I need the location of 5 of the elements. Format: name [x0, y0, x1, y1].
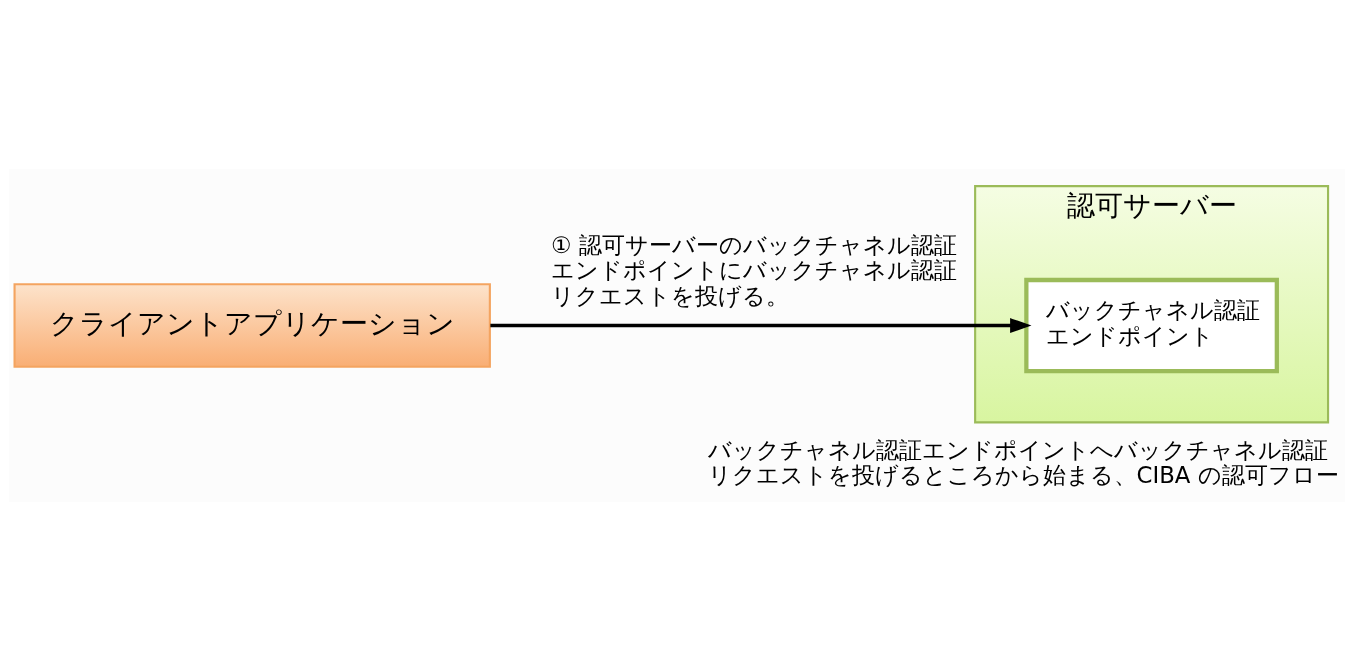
edge-label: ① 認可サーバーのバックチャネル認証エンドポイントにバックチャネル認証リクエストを投げる。: [551, 231, 958, 309]
arrow: [490, 317, 1032, 333]
caption: バックチャネル認証エンドポイントへバックチャネル認証リクエストを投げるところから始まる、CIBA の認可フロー: [707, 436, 1339, 488]
node-box: バックチャネル認証エンドポイント: [1024, 277, 1279, 373]
node-box: クライアントアプリケーション: [13, 282, 491, 368]
